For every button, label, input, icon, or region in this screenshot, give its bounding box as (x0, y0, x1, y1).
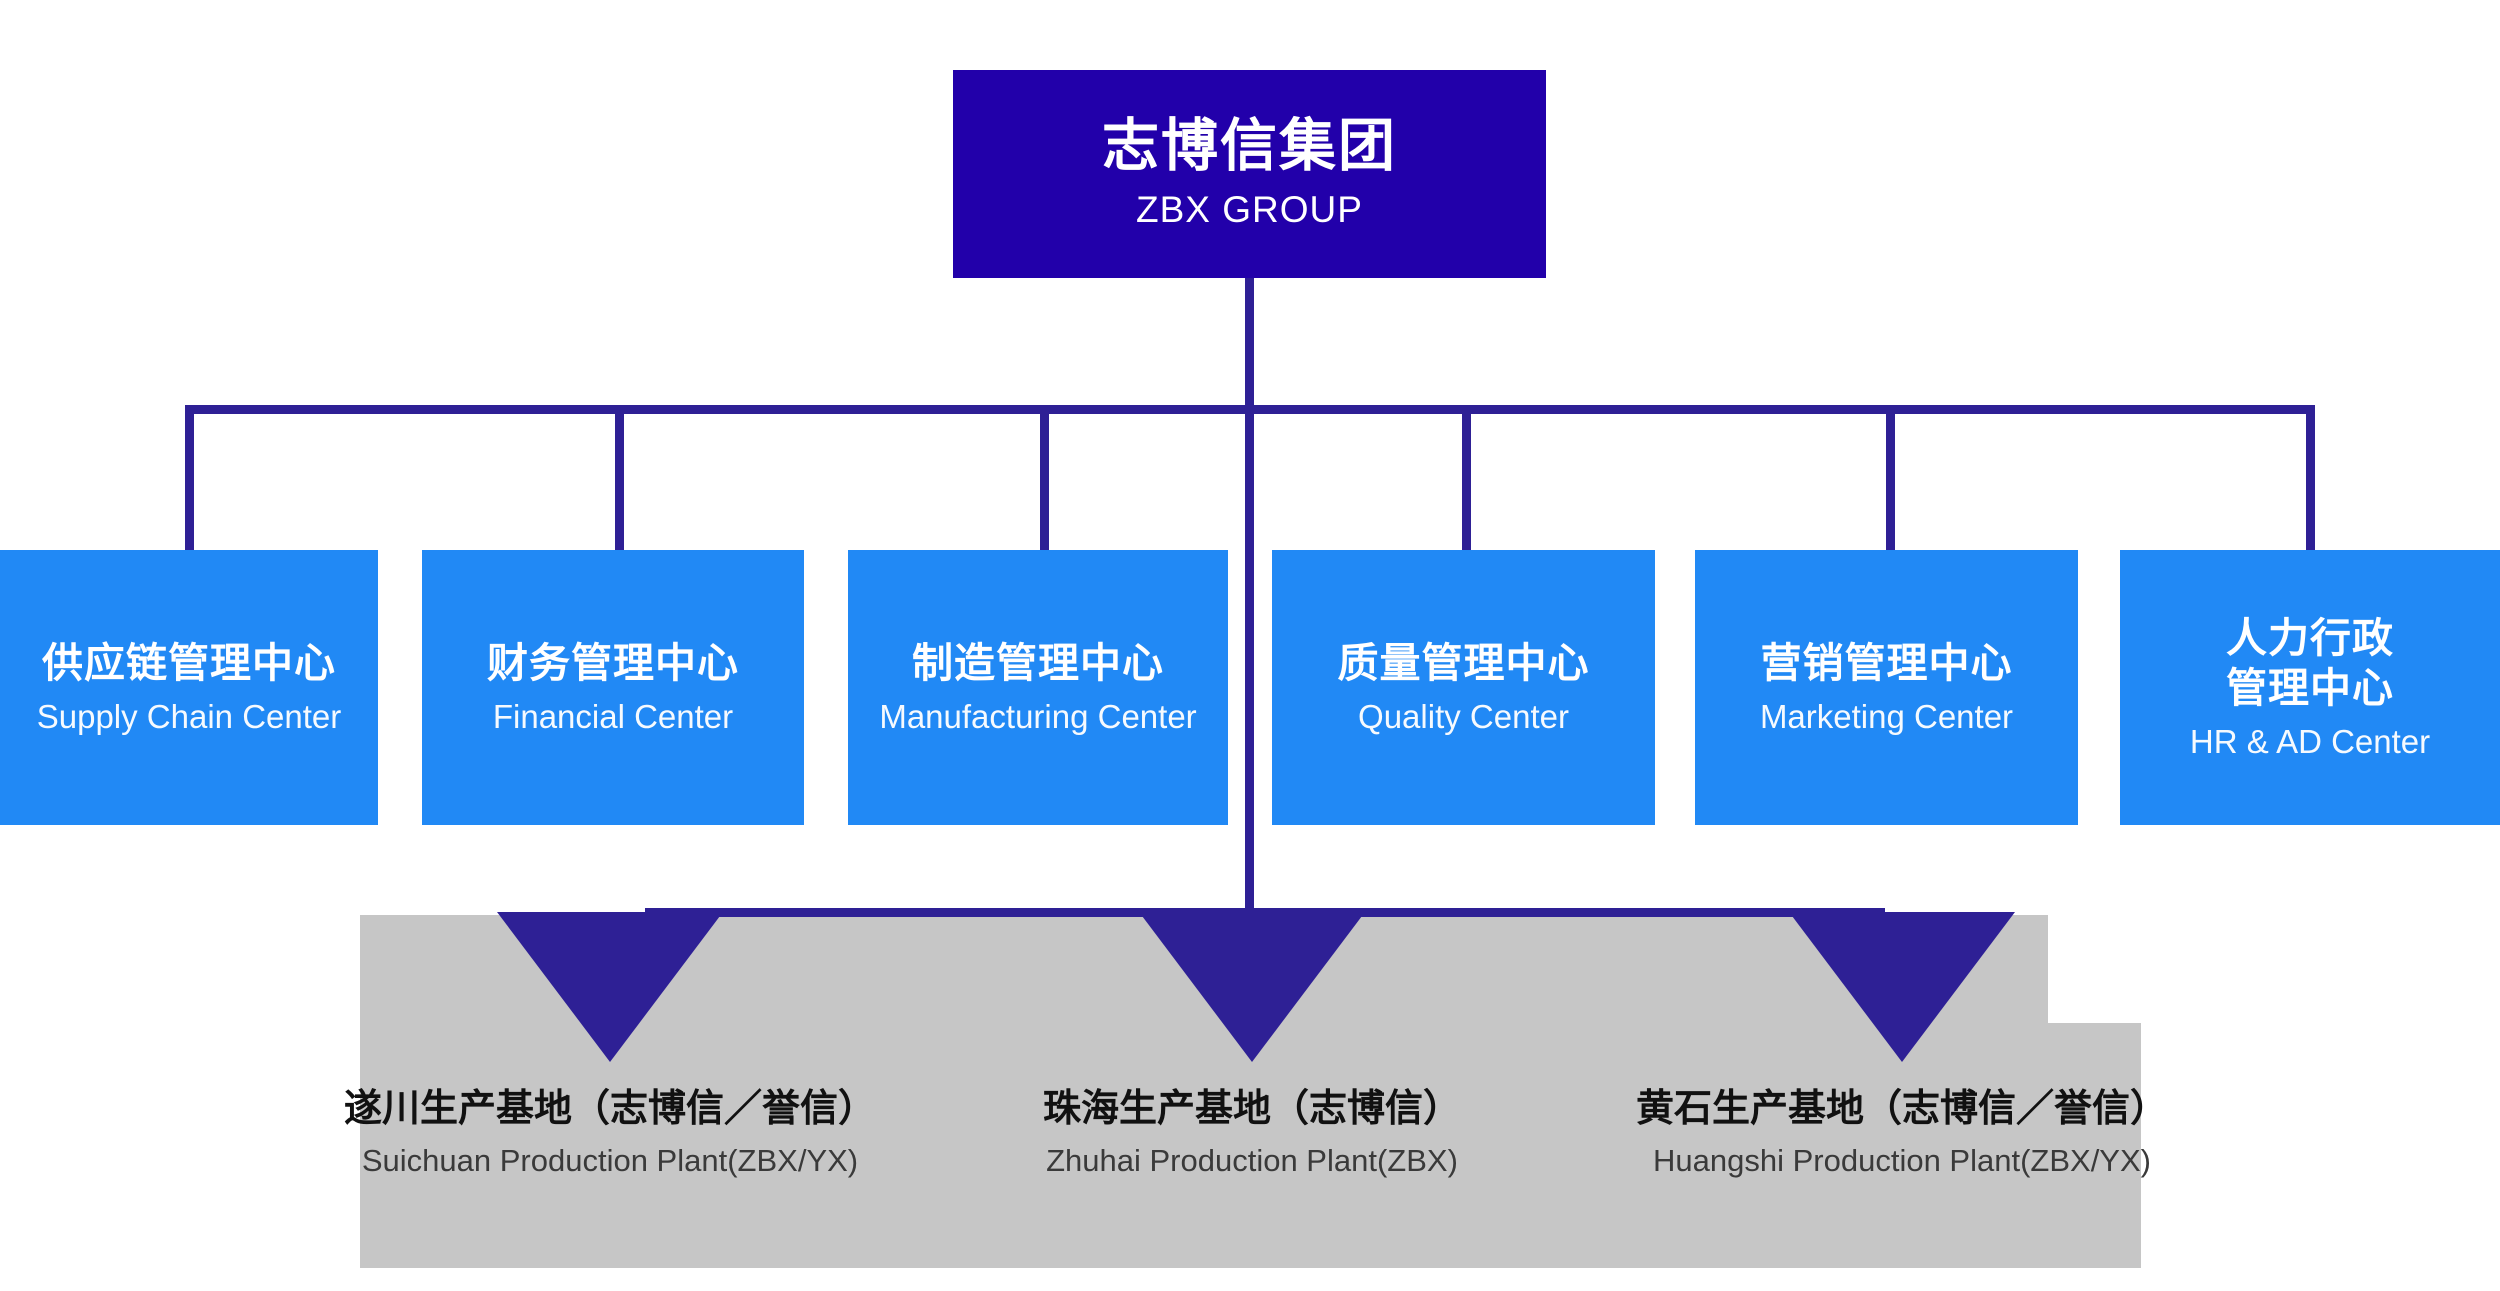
dept-box-supply-chain[interactable]: 供应链管理中心 Supply Chain Center (0, 550, 378, 825)
dept-label-cn-hr-ad: 人力行政 管理中心 (2226, 614, 2394, 711)
plant-label-cn-huangshi: 黄石生产基地（志博信／誉信） (1635, 1088, 2168, 1130)
connector-drop-financial (615, 405, 624, 553)
root-node-label-cn: 志博信集团 (1102, 114, 1397, 179)
root-node-label-en: ZBX GROUP (1136, 188, 1363, 230)
dept-label-cn-quality: 质量管理中心 (1337, 639, 1590, 686)
plant-label-en-zhuhai: Zhuhai Production Plant(ZBX) (1046, 1143, 1458, 1179)
production-base-panel-step (2048, 1023, 2141, 1268)
plant-label-zhuhai[interactable]: 珠海生产基地（志博信） Zhuhai Production Plant(ZBX) (952, 1085, 1552, 1182)
connector-drop-supply-chain (185, 405, 194, 553)
triangle-marker-zhuhai (1139, 912, 1365, 1062)
dept-label-en-marketing: Marketing Center (1759, 697, 2014, 735)
connector-bus-departments (185, 405, 2315, 414)
dept-box-quality[interactable]: 质量管理中心 Quality Center (1272, 550, 1655, 825)
plant-label-huangshi[interactable]: 黄石生产基地（志博信／誉信） Huangshi Production Plant… (1602, 1085, 2202, 1182)
dept-label-en-hr-ad: HR & AD Center (2189, 722, 2431, 760)
connector-drop-hr-ad (2306, 405, 2315, 553)
dept-box-hr-ad[interactable]: 人力行政 管理中心 HR & AD Center (2120, 550, 2500, 825)
dept-label-en-supply-chain: Supply Chain Center (36, 697, 342, 735)
plant-label-cn-suichuan: 遂川生产基地（志博信／誉信） (343, 1088, 876, 1130)
connector-root-trunk (1245, 278, 1254, 918)
dept-label-en-quality: Quality Center (1358, 697, 1569, 735)
dept-label-cn-supply-chain: 供应链管理中心 (42, 639, 336, 686)
dept-box-marketing[interactable]: 营销管理中心 Marketing Center (1695, 550, 2078, 825)
dept-label-cn-marketing: 营销管理中心 (1760, 639, 2013, 686)
dept-box-financial[interactable]: 财务管理中心 Financial Center (422, 550, 804, 825)
connector-drop-marketing (1886, 405, 1895, 553)
plant-label-suichuan[interactable]: 遂川生产基地（志博信／誉信） Suichuan Production Plant… (310, 1085, 910, 1182)
root-node-zbx-group[interactable]: 志博信集团 ZBX GROUP (953, 70, 1546, 278)
connector-drop-manufacturing (1040, 405, 1049, 553)
triangle-marker-suichuan (497, 912, 723, 1062)
plant-label-en-huangshi: Huangshi Production Plant(ZBX/YX) (1653, 1143, 2151, 1179)
plant-label-en-suichuan: Suichuan Production Plant(ZBX/YX) (361, 1143, 859, 1179)
triangle-marker-huangshi (1789, 912, 2015, 1062)
connector-drop-quality (1462, 405, 1471, 553)
dept-box-manufacturing[interactable]: 制造管理中心 Manufacturing Center (848, 550, 1228, 825)
dept-label-cn-financial: 财务管理中心 (487, 639, 739, 686)
dept-label-en-financial: Financial Center (492, 697, 734, 735)
plant-label-cn-zhuhai: 珠海生产基地（志博信） (1042, 1088, 1461, 1130)
dept-label-cn-manufacturing: 制造管理中心 (912, 639, 1164, 686)
dept-label-en-manufacturing: Manufacturing Center (879, 697, 1197, 735)
